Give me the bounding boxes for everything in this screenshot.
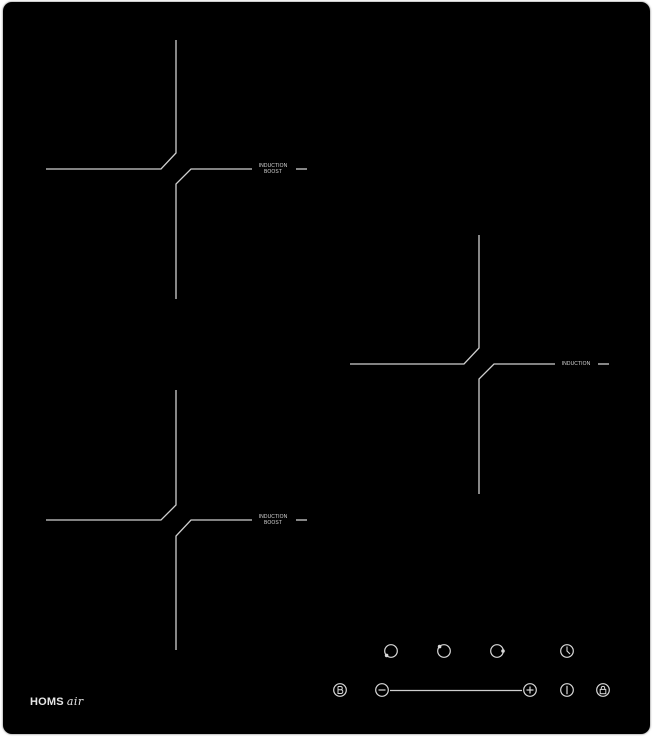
boost-button[interactable] (332, 682, 348, 698)
zone-marker-front-left (46, 390, 307, 650)
brand-name: HOMS (30, 696, 64, 708)
brand-sub: air (66, 695, 84, 708)
lock-icon (596, 683, 610, 697)
plus-icon (523, 683, 537, 697)
zone-label-front-left: INDUCTION BOOST (258, 514, 288, 526)
zone-marker-rear-left (46, 40, 307, 299)
plus-button[interactable] (522, 682, 538, 698)
zone-select-front-left-icon (437, 644, 451, 658)
timer-clock-icon (560, 644, 574, 658)
power-button[interactable] (559, 682, 575, 698)
zone-label-right: INDUCTION (561, 361, 591, 367)
cooktop-surface (3, 2, 650, 734)
zone-select-rear-left-button[interactable] (383, 643, 399, 659)
zone-select-right-button[interactable] (489, 643, 505, 659)
minus-button[interactable] (374, 682, 390, 698)
brand-logo: HOMS air (30, 695, 84, 713)
timer-button[interactable] (559, 643, 575, 659)
zone-label-rear-left: INDUCTION BOOST (258, 163, 288, 175)
boost-b-icon (333, 683, 347, 697)
minus-icon (375, 683, 389, 697)
zone-select-rear-left-icon (384, 644, 398, 658)
power-slider-track[interactable] (390, 689, 522, 692)
power-icon (560, 683, 574, 697)
lock-button[interactable] (595, 682, 611, 698)
zone-select-front-left-button[interactable] (436, 643, 452, 659)
zone-marker-right (350, 235, 609, 494)
zone-select-right-icon (490, 644, 505, 658)
